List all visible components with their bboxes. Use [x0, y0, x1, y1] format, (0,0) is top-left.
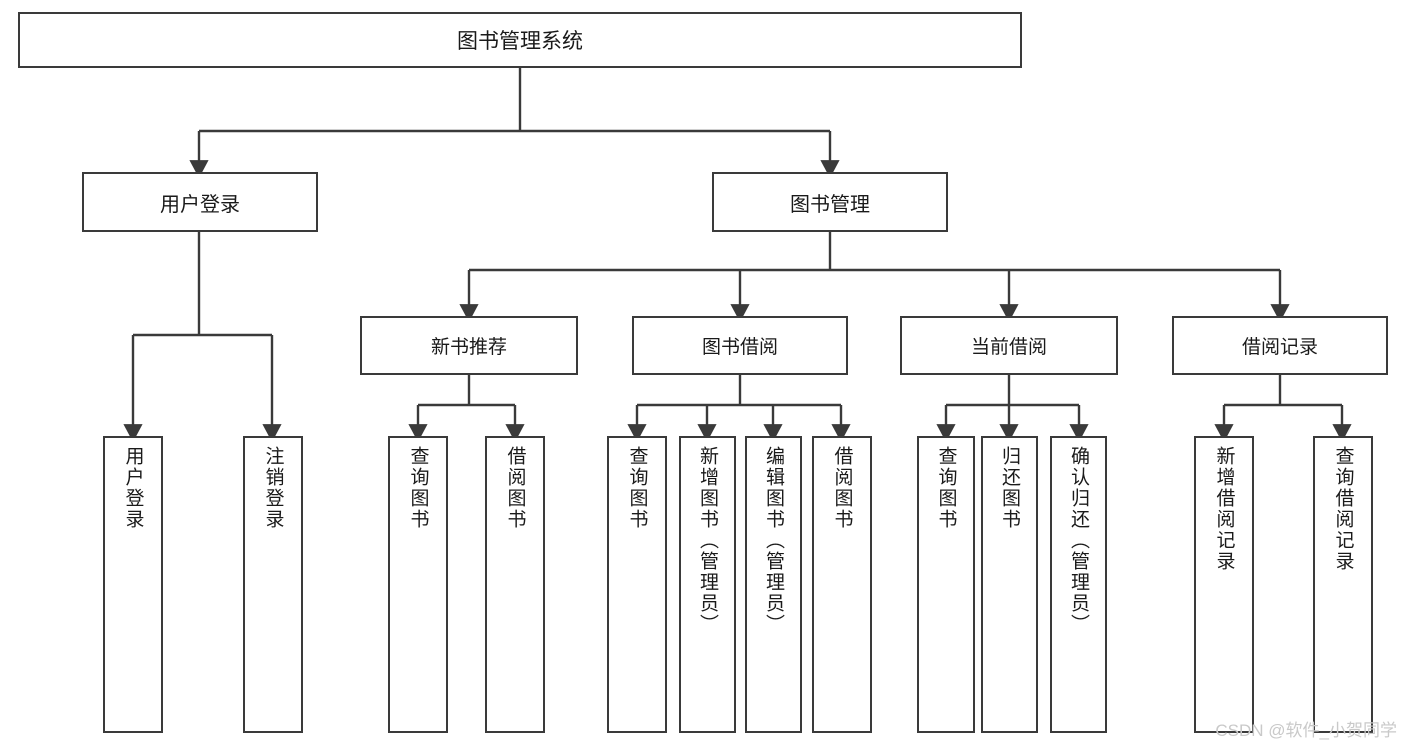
leaf-label: 借阅图书: [504, 446, 526, 530]
leaf-label: 查询借阅记录: [1332, 446, 1354, 572]
node-root-system[interactable]: 图书管理系统: [18, 12, 1022, 68]
leaf-label: 编辑图书（管理员）: [763, 446, 784, 635]
leaf-book-borrow-add-book-admin[interactable]: 新增图书（管理员）: [679, 436, 736, 733]
leaf-label: 新增图书（管理员）: [697, 446, 718, 635]
leaf-current-borrow-query-book[interactable]: 查询图书: [917, 436, 975, 733]
leaf-label: 确认归还（管理员）: [1068, 446, 1089, 635]
node-current-borrow[interactable]: 当前借阅: [900, 316, 1118, 375]
node-borrow-record[interactable]: 借阅记录: [1172, 316, 1388, 375]
leaf-borrow-record-add-record[interactable]: 新增借阅记录: [1194, 436, 1254, 733]
node-book-management[interactable]: 图书管理: [712, 172, 948, 232]
leaf-label: 查询图书: [626, 446, 648, 530]
watermark-text: CSDN @软件_小贺同学: [1215, 721, 1397, 740]
leaf-borrow-record-query-record[interactable]: 查询借阅记录: [1313, 436, 1373, 733]
leaf-label: 查询图书: [407, 446, 429, 530]
leaf-user-login-logout[interactable]: 注销登录: [243, 436, 303, 733]
leaf-current-borrow-confirm-return-admin[interactable]: 确认归还（管理员）: [1050, 436, 1107, 733]
leaf-label: 注销登录: [262, 446, 284, 530]
node-user-login[interactable]: 用户登录: [82, 172, 318, 232]
leaf-new-book-query-book[interactable]: 查询图书: [388, 436, 448, 733]
leaf-new-book-borrow-book[interactable]: 借阅图书: [485, 436, 545, 733]
leaf-label: 查询图书: [935, 446, 957, 530]
leaf-book-borrow-query-book[interactable]: 查询图书: [607, 436, 667, 733]
node-new-book-recommend[interactable]: 新书推荐: [360, 316, 578, 375]
leaf-book-borrow-edit-book-admin[interactable]: 编辑图书（管理员）: [745, 436, 802, 733]
leaf-user-login-login[interactable]: 用户登录: [103, 436, 163, 733]
leaf-label: 归还图书: [999, 446, 1020, 530]
leaf-book-borrow-borrow-book[interactable]: 借阅图书: [812, 436, 872, 733]
node-book-borrow[interactable]: 图书借阅: [632, 316, 848, 375]
leaf-current-borrow-return-book[interactable]: 归还图书: [981, 436, 1038, 733]
leaf-label: 新增借阅记录: [1213, 446, 1235, 572]
leaf-label: 用户登录: [122, 446, 144, 530]
leaf-label: 借阅图书: [831, 446, 853, 530]
